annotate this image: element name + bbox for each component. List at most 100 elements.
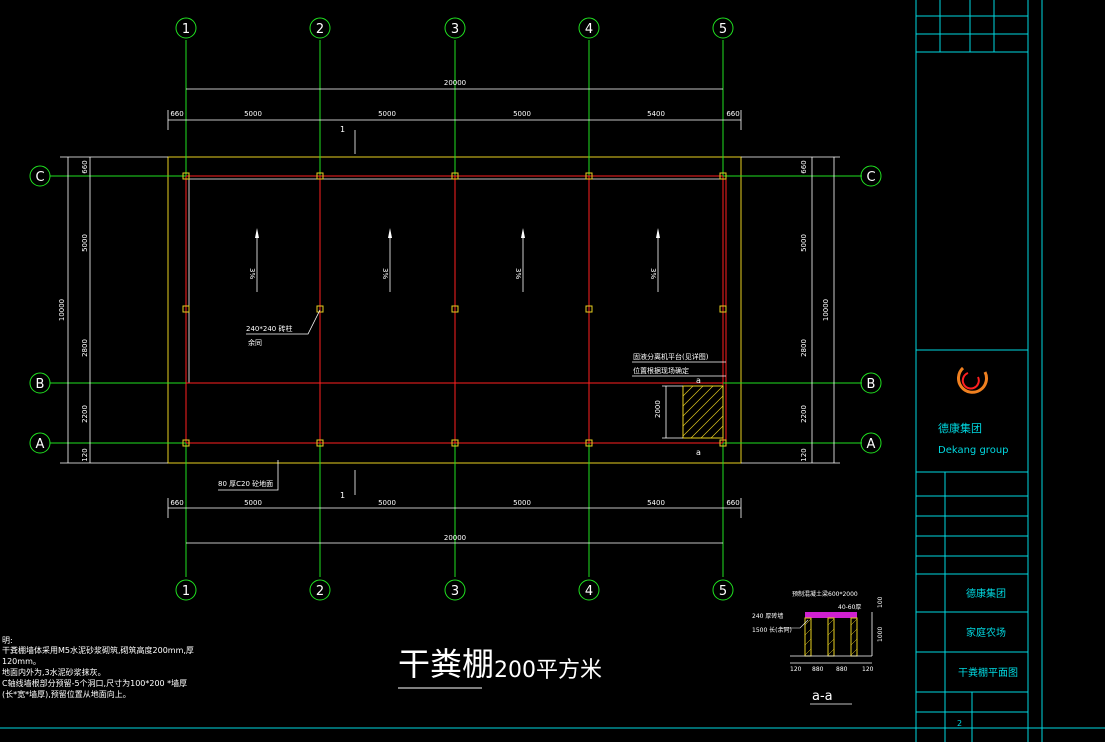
grid-bubble-5-bottom [712, 579, 734, 601]
plan-annotations: 1 1 3% 3% 3% 3% 240*240 砖柱 余同 80 厚C20 砼地… [218, 125, 726, 500]
slope-arrow-icon [255, 228, 259, 238]
grid-bubble-3-bottom [444, 579, 466, 601]
wall-note-2: 余同 [248, 338, 262, 347]
grid-letter-B: B [867, 377, 876, 392]
dim-left-1: 5000 [81, 234, 89, 252]
section-a-bottom: a [696, 448, 701, 457]
grid-letter-A: A [36, 437, 45, 452]
slope-arrow-icon [521, 228, 525, 238]
grid-bubble-1-bottom [175, 579, 197, 601]
logo-inner-icon [961, 372, 980, 390]
dim-right-total: 10000 [822, 299, 830, 321]
section-width-2: 880 [836, 666, 848, 673]
grid-number-4: 4 [585, 22, 593, 37]
section-caption: a-a [812, 689, 833, 704]
logo-ring-icon [957, 366, 988, 394]
section-width-3: 120 [862, 666, 874, 673]
title-block-texts: 德康集团 家庭农场 干粪棚平面图 2 [957, 587, 1018, 728]
section-height: 1000 [877, 627, 884, 642]
dim-top-2: 5000 [378, 110, 396, 118]
title-main: 干粪棚 [398, 645, 494, 683]
bin-note-2: 位置根据现场确定 [633, 366, 689, 375]
grid-number-3: 3 [451, 22, 459, 37]
dim-bottom-4: 5400 [647, 499, 665, 507]
brick-column [316, 439, 324, 447]
brick-column [719, 172, 727, 180]
notes-line-5: (长*宽*墙厚),预留位置从地面向上。 [2, 689, 131, 699]
tb-owner: 德康集团 [966, 587, 1006, 600]
section-width-0: 120 [790, 666, 802, 673]
notes-line-3: 地面内外为,3水泥砂浆抹灰。 [2, 667, 106, 677]
section-top-label: 40-60厚 [838, 604, 861, 611]
dim-top-4: 5400 [647, 110, 665, 118]
grid-number-5: 5 [719, 22, 727, 37]
tb-drawing: 干粪棚平面图 [958, 666, 1018, 679]
dim-bottom-0: 660 [170, 499, 183, 507]
company-logo: 德康集团 Dekang group [938, 366, 1009, 456]
grid-letter-B: B [36, 377, 45, 392]
floor-note: 80 厚C20 砼地面 [218, 479, 273, 488]
grid-bubble-2-top [309, 17, 331, 39]
general-notes: 明: 干粪棚墙体采用M5水泥砂浆砌筑,砌筑高度200mm,厚 120mm。 地面… [2, 636, 194, 699]
brick-column [585, 305, 593, 313]
grid-number-1: 1 [182, 22, 190, 37]
dim-bin-height: 2000 [654, 400, 662, 418]
brick-column [451, 305, 459, 313]
grid-bubble-3-top [444, 17, 466, 39]
brick-column [585, 439, 593, 447]
grid-number-4: 4 [585, 584, 593, 599]
dim-bottom-3: 5000 [513, 499, 531, 507]
grid-bubble-A-left [29, 432, 51, 454]
title-sub: 200平方米 [494, 658, 602, 683]
dim-overall-top: 20000 [444, 79, 466, 87]
dim-top-1: 5000 [244, 110, 262, 118]
section-top-dim: 100 [877, 596, 884, 608]
brick-column [316, 305, 324, 313]
slope-label-3: 3% [514, 268, 522, 279]
logo-company-cn: 德康集团 [938, 421, 982, 435]
grid-bubble-4-bottom [578, 579, 600, 601]
drawing-title: 干粪棚 200平方米 [398, 645, 602, 689]
dim-left-4: 120 [81, 448, 89, 461]
grid-bubble-B-right [860, 372, 882, 394]
slope-arrow-icon [388, 228, 392, 238]
brick-column [182, 439, 190, 447]
notes-line-1: 干粪棚墙体采用M5水泥砂浆砌筑,砌筑高度200mm,厚 [2, 645, 194, 655]
section-beam-label: 预制混凝土梁600*2000 [792, 590, 858, 598]
dim-left-3: 2200 [81, 405, 89, 423]
section-wall-2: 1500 长(余同) [752, 626, 792, 634]
grid-letter-C: C [866, 170, 875, 185]
grid-number-5: 5 [719, 584, 727, 599]
dim-bottom-1: 5000 [244, 499, 262, 507]
dim-right-4: 120 [800, 448, 808, 461]
grid-letter-C: C [35, 170, 44, 185]
notes-line-2: 120mm。 [2, 657, 41, 666]
dim-left-2: 2800 [81, 339, 89, 357]
dimension-texts: 20000 20000 660 5000 5000 5000 5400 660 … [58, 79, 830, 542]
dim-top-5: 660 [726, 110, 739, 118]
dim-bottom-5: 660 [726, 499, 739, 507]
tb-project: 家庭农场 [966, 626, 1006, 639]
brick-column [719, 305, 727, 313]
dim-left-total: 10000 [58, 299, 66, 321]
section-mark-bottom: 1 [340, 491, 345, 500]
grid-number-3: 3 [451, 584, 459, 599]
columns [182, 172, 727, 447]
section-a-top: a [696, 376, 701, 385]
brick-column [719, 439, 727, 447]
section-detail: 预制混凝土梁600*2000 40-60厚 240 厚砖墙 1500 长(余同)… [752, 590, 884, 705]
grid-bubble-4-top [578, 17, 600, 39]
section-width-1: 880 [812, 666, 824, 673]
dim-top-0: 660 [170, 110, 183, 118]
grid-bubble-1-top [175, 17, 197, 39]
dimension-lines [60, 88, 840, 544]
dim-top-3: 5000 [513, 110, 531, 118]
notes-heading: 明: [2, 636, 13, 645]
grid-number-2: 2 [316, 584, 324, 599]
brick-column [182, 172, 190, 180]
brick-column [585, 172, 593, 180]
